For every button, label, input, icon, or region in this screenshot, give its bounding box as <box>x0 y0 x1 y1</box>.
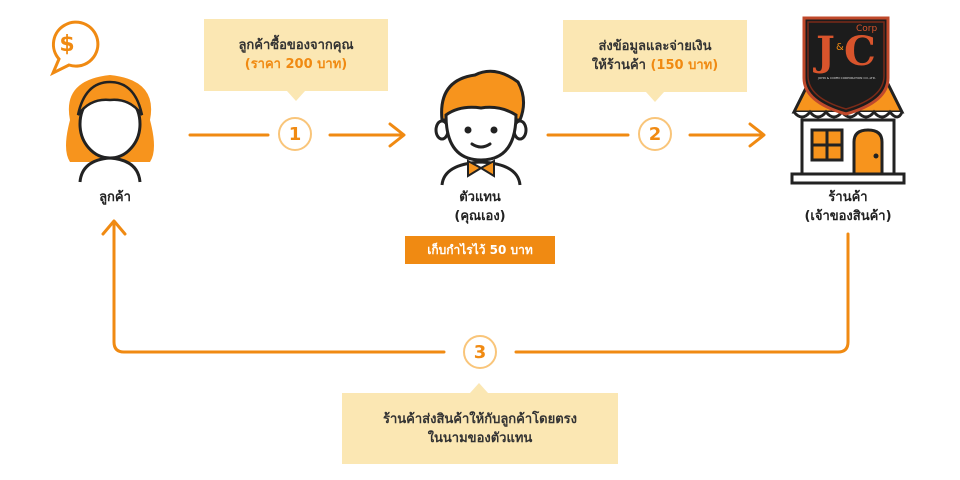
customer-icon <box>50 20 154 183</box>
note-tail <box>287 91 305 101</box>
step-3-badge: 3 <box>463 335 497 369</box>
note-customer-buys: ลูกค้าซื้อของจากคุณ (ราคา 200 บาท) <box>204 19 388 91</box>
note-shop-ships: ร้านค้าส่งสินค้าให้กับลูกค้าโดยตรง ในนาม… <box>342 393 618 464</box>
shop-label: ร้านค้า (เจ้าของสินค้า) <box>804 190 892 224</box>
logo-wordmark: J & C Corp JOHN & COMM CORPORATION CO.,L… <box>816 24 878 80</box>
currency-symbol: $ <box>59 32 75 57</box>
agent-label: ตัวแทน (คุณเอง) <box>454 190 506 224</box>
note-line: ในนามของตัวแทน <box>427 430 533 446</box>
profit-badge: เก็บกำไรไว้ 50 บาท <box>405 236 555 264</box>
note-line: ร้านค้าส่งสินค้าให้กับลูกค้าโดยตรง <box>383 411 577 427</box>
note-tail <box>470 383 488 393</box>
note-price: (ราคา 200 บาท) <box>244 57 348 72</box>
customer-label: ลูกค้า <box>99 190 131 205</box>
step-1-badge: 1 <box>278 117 312 151</box>
note-tail <box>646 92 664 102</box>
note-send-payment: ส่งข้อมูลและจ่ายเงิน ให้ร้านค้า (150 บาท… <box>563 20 747 92</box>
note-line: ลูกค้าซื้อของจากคุณ <box>238 38 354 53</box>
company-logo <box>802 16 890 116</box>
note-line: ให้ร้านค้า (150 บาท) <box>591 58 719 73</box>
shop-icon <box>790 82 906 185</box>
note-price: (150 บาท) <box>650 58 719 73</box>
step-2-badge: 2 <box>638 117 672 151</box>
note-line: ส่งข้อมูลและจ่ายเงิน <box>598 39 712 54</box>
agent-icon <box>434 69 528 186</box>
